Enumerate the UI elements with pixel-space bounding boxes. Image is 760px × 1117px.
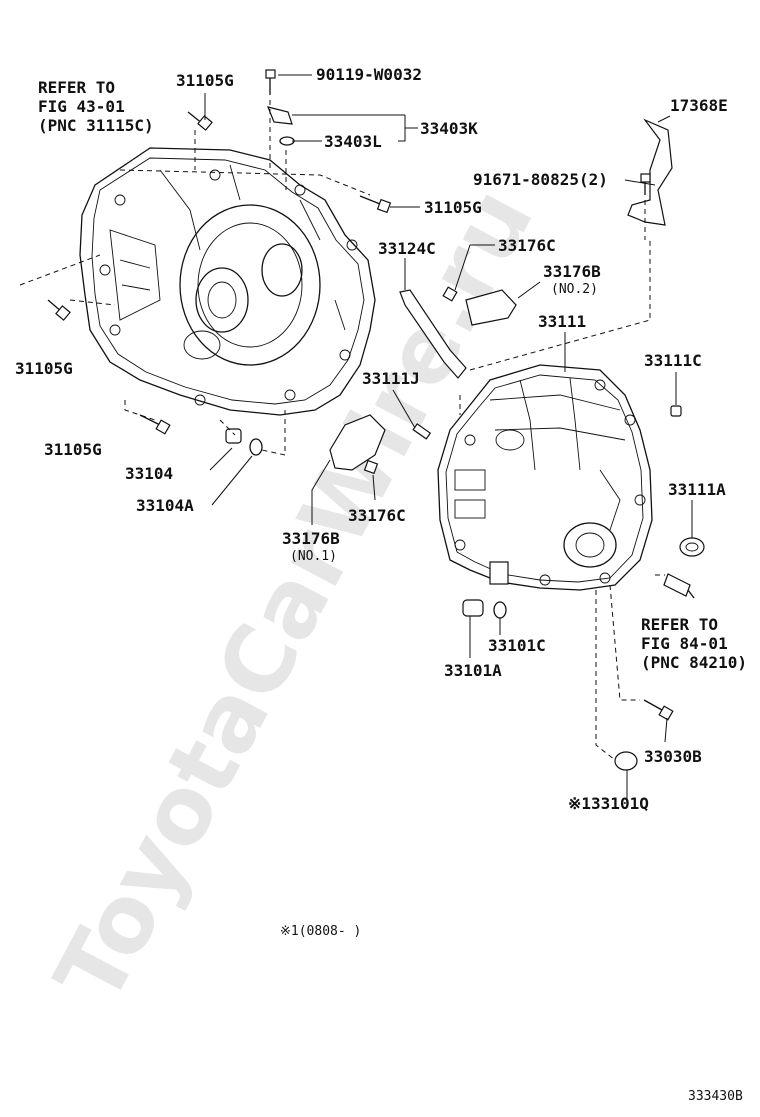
- bolt-90119-icon: [265, 69, 276, 95]
- ref-fig43-line2: FIG 43-01: [38, 97, 125, 116]
- bolt-33030b-icon: [643, 699, 674, 721]
- transmission-case-housing-right: [437, 364, 653, 591]
- plug-33104-icon: [225, 428, 242, 444]
- footnote: ※1(0808- ): [280, 924, 361, 939]
- label-33111j: 33111J: [362, 369, 420, 388]
- bolt-31105g-bot-icon: [139, 414, 171, 435]
- label-33101q: ※133101Q: [568, 794, 649, 813]
- label-31105g-top: 31105G: [176, 71, 234, 90]
- label-33104: 33104: [125, 464, 173, 483]
- bracket-17368e-icon: [627, 118, 673, 226]
- sensor-84210-icon: [663, 573, 695, 599]
- seal-33111a-icon: [679, 537, 705, 557]
- plug-33101q-icon: [614, 751, 638, 771]
- gasket-33101c-icon: [493, 601, 507, 619]
- label-33176c-top: 33176C: [498, 236, 556, 255]
- ring-33403l-icon: [279, 136, 295, 146]
- diagram-id: 333430B: [688, 1089, 743, 1104]
- label-31105g-bot: 31105G: [44, 440, 102, 459]
- gasket-33104a-icon: [249, 438, 263, 456]
- clip-33403k-icon: [267, 106, 293, 125]
- pin-33111j-icon: [412, 423, 432, 440]
- label-33403l: 33403L: [324, 132, 382, 151]
- bolt-33176c-bot-icon: [363, 459, 379, 475]
- ref-fig84-line1: REFER TO: [641, 615, 718, 634]
- label-33176b-bot: 33176B: [282, 529, 340, 548]
- label-31105g-left: 31105G: [15, 359, 73, 378]
- label-33104a: 33104A: [136, 496, 194, 515]
- label-33176b-bot-sub: (NO.1): [290, 549, 337, 564]
- ref-fig43-line3: (PNC 31115C): [38, 116, 154, 135]
- label-90119-w0032: 90119-W0032: [316, 65, 422, 84]
- ref-fig84-line2: FIG 84-01: [641, 634, 728, 653]
- label-33403k: 33403K: [420, 119, 478, 138]
- label-33111: 33111: [538, 312, 586, 331]
- plug-33101a-icon: [462, 599, 484, 617]
- label-91671-80825: 91671-80825(2): [473, 170, 608, 189]
- cover-33176b-no1-icon: [329, 414, 386, 471]
- label-33111a: 33111A: [668, 480, 726, 499]
- label-33176b-top: 33176B: [543, 262, 601, 281]
- label-17368e: 17368E: [670, 96, 728, 115]
- bolt-91671-icon: [640, 173, 651, 195]
- label-33124c: 33124C: [378, 239, 436, 258]
- bolt-31105g-left-icon: [47, 299, 71, 321]
- label-33101a: 33101A: [444, 661, 502, 680]
- label-33176c-bot: 33176C: [348, 506, 406, 525]
- ref-fig84-line3: (PNC 84210): [641, 653, 747, 672]
- transmission-case-housing-left: [79, 147, 376, 416]
- label-33111c: 33111C: [644, 351, 702, 370]
- label-33101c: 33101C: [488, 636, 546, 655]
- label-33176b-top-sub: (NO.2): [551, 282, 598, 297]
- label-33030b: 33030B: [644, 747, 702, 766]
- bolt-31105g-top-icon: [187, 111, 213, 131]
- label-31105g-mid: 31105G: [424, 198, 482, 217]
- bracket-33124c-icon: [399, 289, 467, 379]
- bolt-33111c-icon: [670, 405, 682, 417]
- cover-33176b-no2-icon: [465, 289, 517, 326]
- bolt-31105g-mid-icon: [359, 195, 392, 214]
- bolt-33176c-top-icon: [442, 286, 458, 302]
- ref-fig43-line1: REFER TO: [38, 78, 115, 97]
